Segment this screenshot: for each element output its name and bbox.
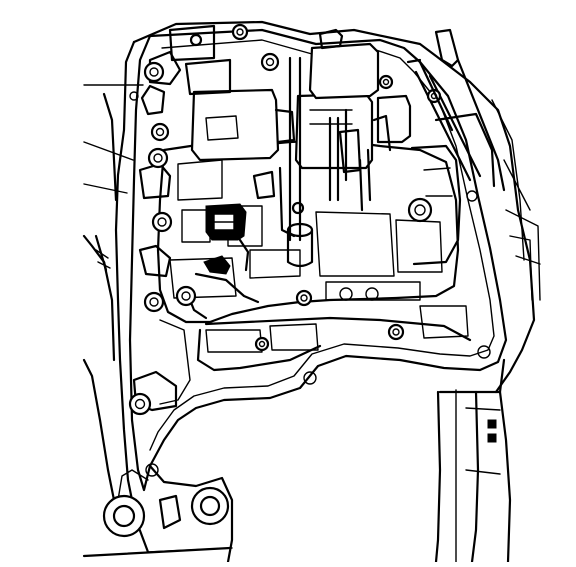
manual-valve-link (252, 56, 392, 242)
bolt (387, 323, 405, 341)
extension-housing (438, 358, 506, 475)
bolt (407, 197, 433, 223)
case-lower-edge (82, 546, 233, 558)
bolt (150, 122, 170, 142)
bolt (143, 291, 165, 313)
solenoid-center (294, 92, 374, 170)
bolt (260, 52, 280, 72)
cylindrical-fitting (286, 201, 314, 268)
solenoid-upper-right (308, 28, 412, 144)
bolt (151, 211, 173, 233)
side-housing (410, 112, 496, 266)
electrical-connector (205, 203, 250, 272)
valve-body-bolts (128, 23, 442, 416)
bolt (143, 61, 165, 83)
bolt (254, 336, 270, 352)
case-bosses (132, 50, 182, 412)
vent-tube (406, 58, 454, 132)
transmission-case (82, 20, 541, 564)
flange-holes (129, 91, 491, 477)
bolt (147, 147, 169, 169)
bolt (378, 74, 394, 90)
solenoid-upper-left (168, 24, 296, 162)
callout-leaders (83, 84, 144, 194)
left-wire-guide (94, 234, 111, 272)
bolt (128, 392, 152, 416)
case-bolts (102, 486, 230, 538)
bolt (295, 289, 313, 307)
bolt (231, 23, 249, 41)
bolt (175, 285, 197, 307)
